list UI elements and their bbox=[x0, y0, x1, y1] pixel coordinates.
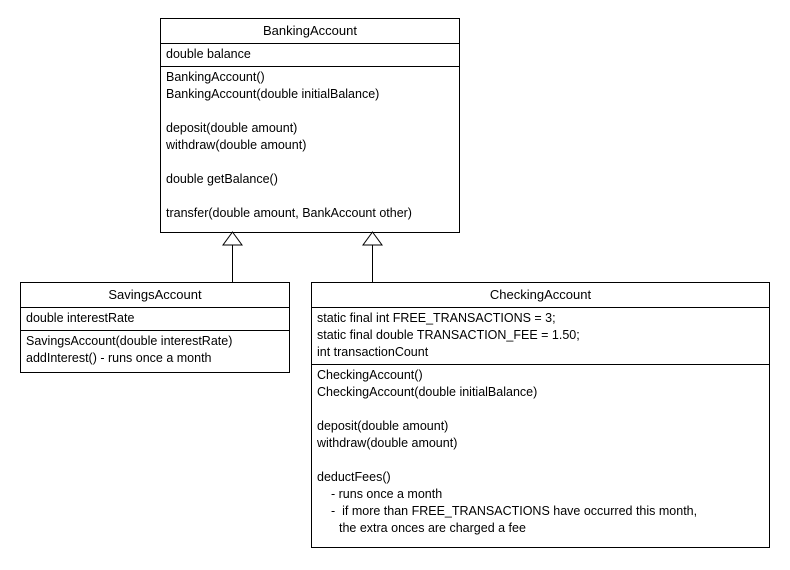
operation-note-row: the extra onces are charged a fee bbox=[339, 521, 526, 535]
class-operations-checking-account: CheckingAccount() CheckingAccount(double… bbox=[312, 365, 769, 541]
class-name-checking-account: CheckingAccount bbox=[312, 283, 769, 308]
operation-row: transfer(double amount, BankAccount othe… bbox=[166, 206, 412, 220]
operation-row: deductFees() bbox=[317, 470, 391, 484]
attribute-row: int transactionCount bbox=[317, 345, 429, 359]
operation-row: CheckingAccount() bbox=[317, 368, 423, 382]
operation-row: BankingAccount(double initialBalance) bbox=[166, 87, 380, 101]
class-operations-banking-account: BankingAccount() BankingAccount(double i… bbox=[161, 67, 459, 226]
generalization-line-savings bbox=[232, 245, 233, 282]
operation-row: deposit(double amount) bbox=[317, 419, 449, 433]
class-box-savings-account[interactable]: SavingsAccount double interestRate Savin… bbox=[20, 282, 290, 373]
attribute-row: double interestRate bbox=[26, 311, 135, 325]
operation-note-row: - runs once a month bbox=[331, 487, 443, 501]
operation-row: withdraw(double amount) bbox=[317, 436, 458, 450]
attribute-row: static final double TRANSACTION_FEE = 1.… bbox=[317, 328, 580, 342]
class-name-banking-account: BankingAccount bbox=[161, 19, 459, 44]
operation-note-row: - if more than FREE_TRANSACTIONS have oc… bbox=[331, 504, 698, 518]
operation-row: withdraw(double amount) bbox=[166, 138, 307, 152]
operation-row: BankingAccount() bbox=[166, 70, 265, 84]
operation-spacer bbox=[166, 103, 454, 120]
class-attributes-banking-account: double balance bbox=[161, 44, 459, 67]
operation-spacer bbox=[317, 401, 764, 418]
operation-row: deposit(double amount) bbox=[166, 121, 298, 135]
class-box-checking-account[interactable]: CheckingAccount static final int FREE_TR… bbox=[311, 282, 770, 548]
operation-spacer bbox=[166, 188, 454, 205]
attribute-row: static final int FREE_TRANSACTIONS = 3; bbox=[317, 311, 556, 325]
generalization-arrowhead-savings bbox=[222, 231, 243, 246]
generalization-line-checking bbox=[372, 245, 373, 282]
class-operations-savings-account: SavingsAccount(double interestRate) addI… bbox=[21, 331, 289, 371]
operation-spacer bbox=[317, 452, 764, 469]
operation-row: double getBalance() bbox=[166, 172, 278, 186]
class-box-banking-account[interactable]: BankingAccount double balance BankingAcc… bbox=[160, 18, 460, 233]
class-attributes-savings-account: double interestRate bbox=[21, 308, 289, 331]
operation-row: SavingsAccount(double interestRate) bbox=[26, 334, 233, 348]
operation-spacer bbox=[166, 154, 454, 171]
class-attributes-checking-account: static final int FREE_TRANSACTIONS = 3; … bbox=[312, 308, 769, 365]
operation-row: addInterest() - runs once a month bbox=[26, 351, 212, 365]
generalization-arrowhead-checking bbox=[362, 231, 383, 246]
class-name-savings-account: SavingsAccount bbox=[21, 283, 289, 308]
operation-row: CheckingAccount(double initialBalance) bbox=[317, 385, 538, 399]
attribute-row: double balance bbox=[166, 47, 251, 61]
